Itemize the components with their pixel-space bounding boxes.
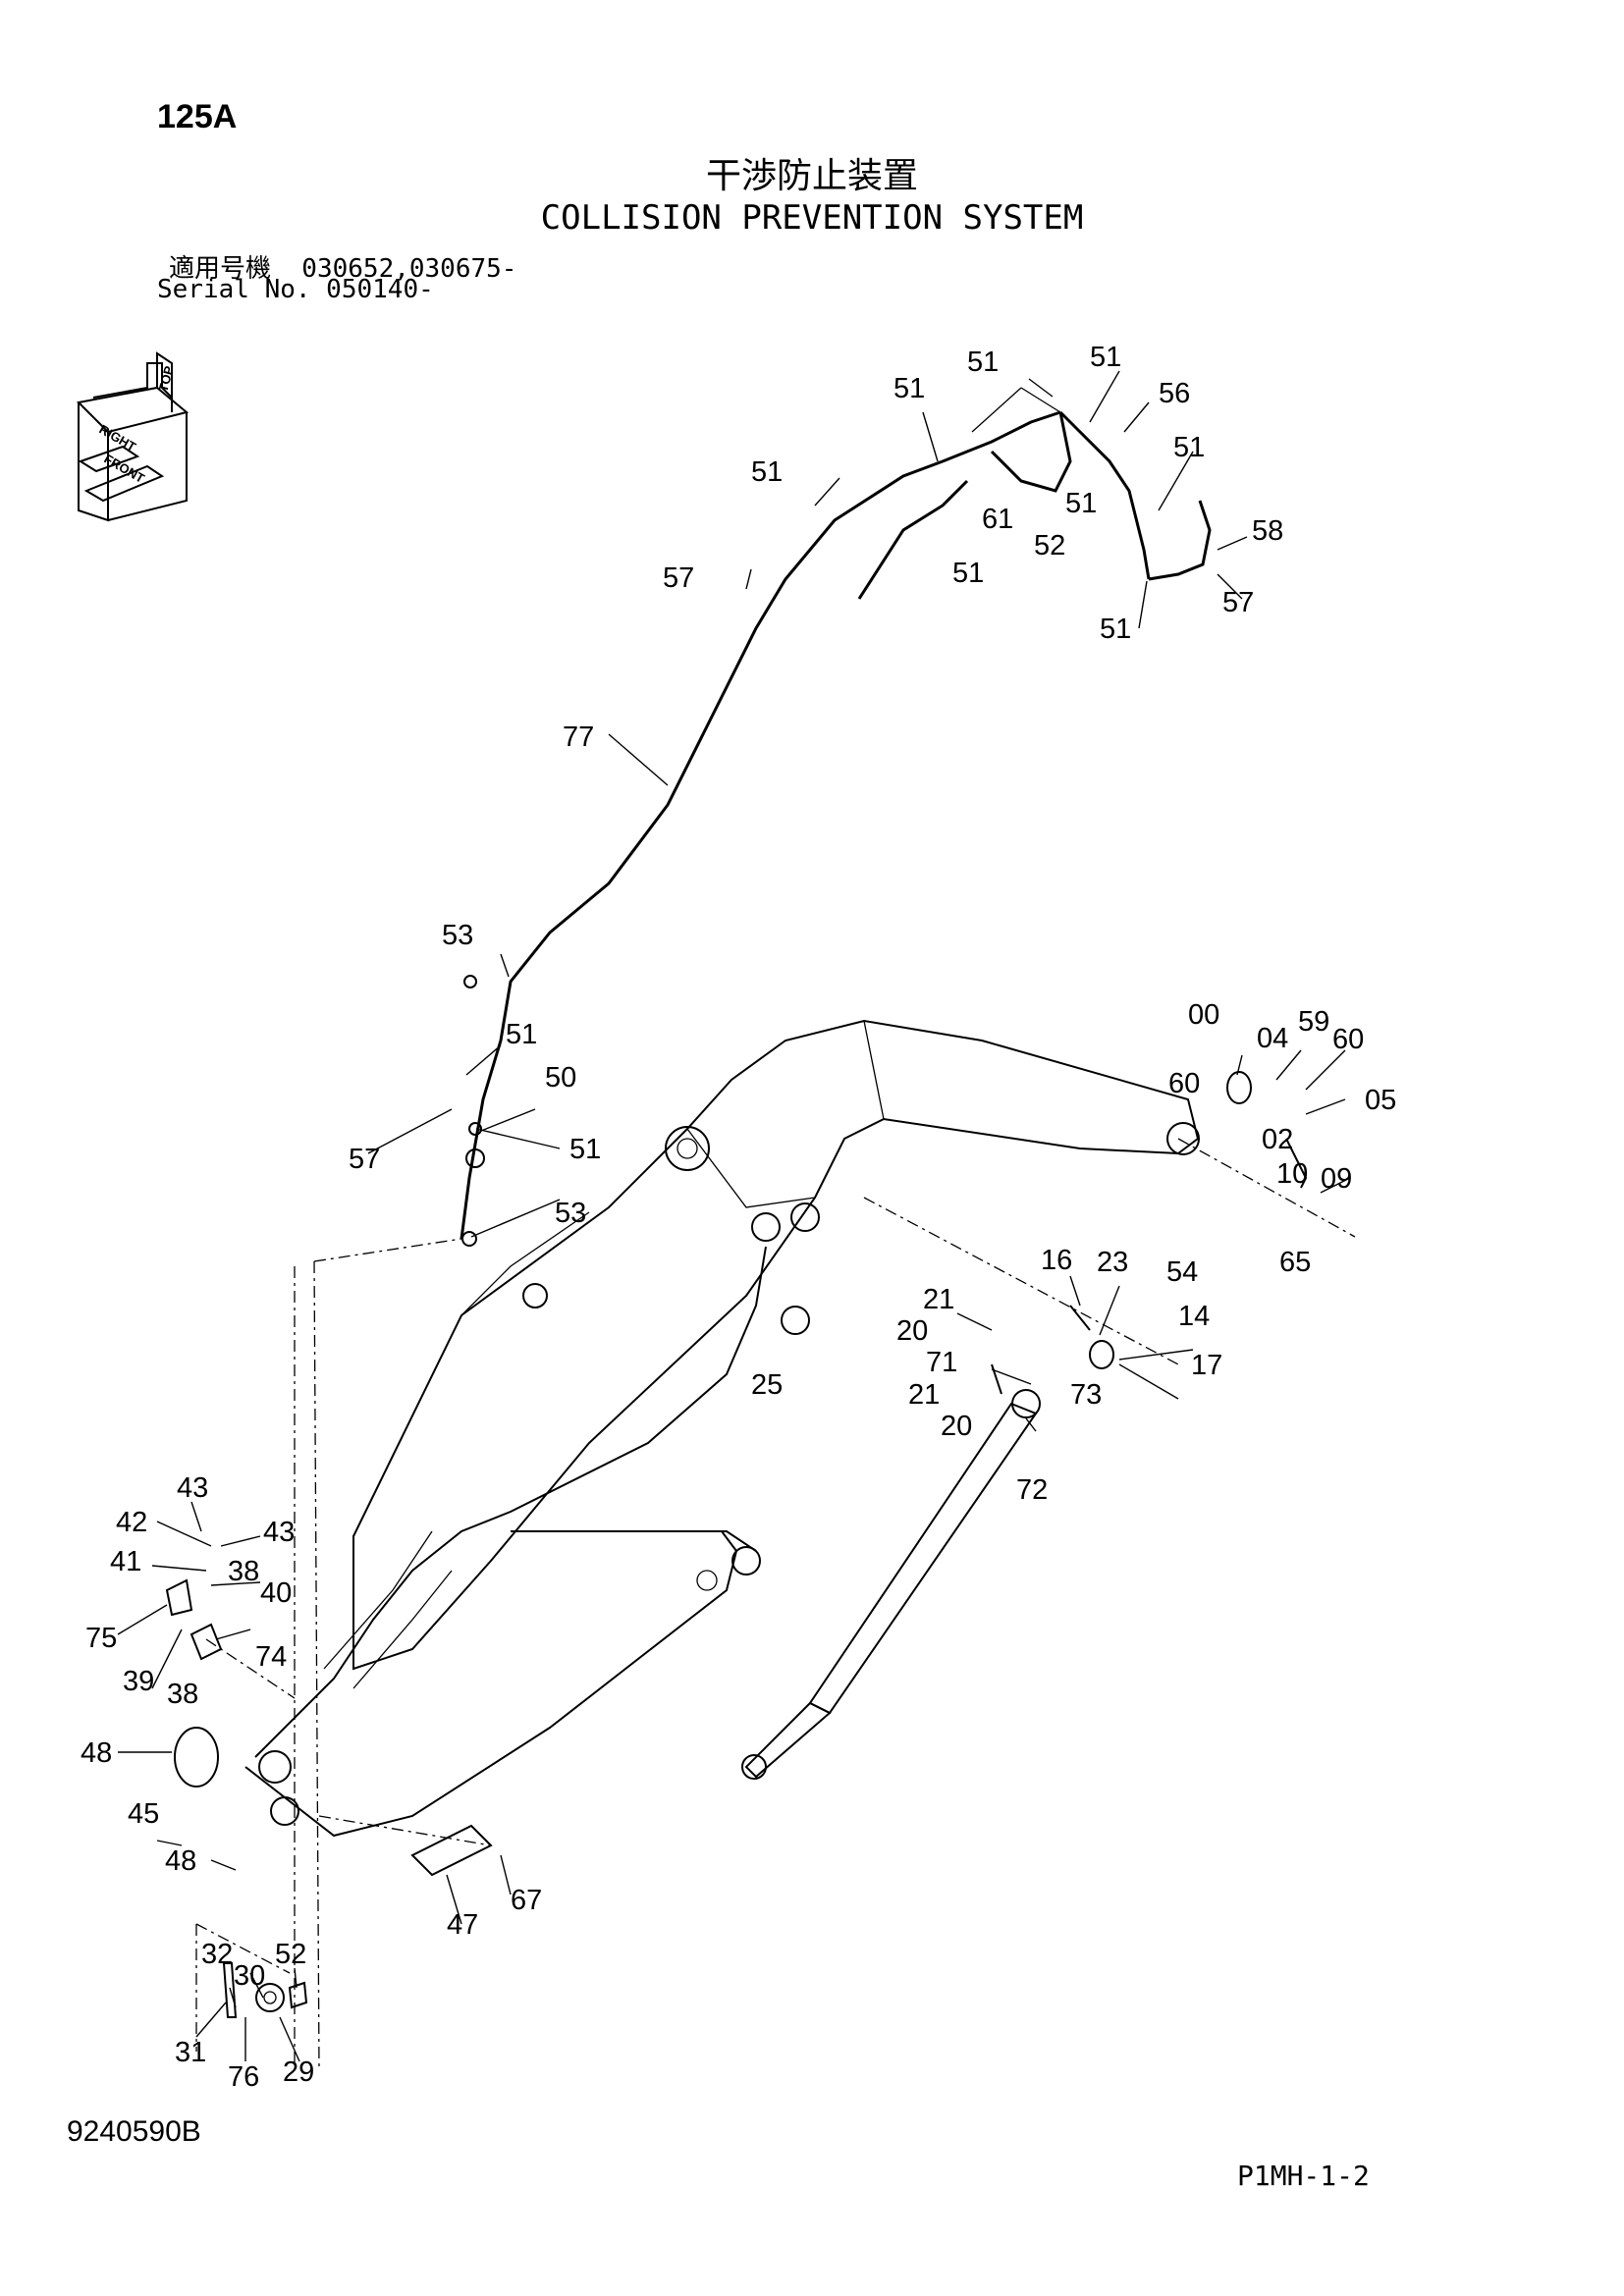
callout-label: 48	[165, 1845, 196, 1877]
callout-label: 02	[1262, 1124, 1293, 1155]
callout-label: 43	[263, 1517, 295, 1548]
callout-label: 51	[893, 373, 925, 404]
callout-label: 60	[1332, 1024, 1364, 1055]
callout-label: 47	[447, 1909, 478, 1941]
small-parts	[165, 1071, 1308, 2018]
title-english: COLLISION PREVENTION SYSTEM	[540, 198, 1084, 238]
sheet-code: P1MH-1-2	[1237, 2160, 1370, 2192]
callout-label: 52	[1034, 530, 1065, 561]
callout-label: 61	[982, 504, 1013, 535]
callout-label: 31	[175, 2037, 206, 2068]
leader-lines	[117, 370, 1351, 2062]
drawing-number: 9240590B	[67, 2115, 201, 2148]
callout-label: 40	[260, 1577, 292, 1609]
callout-label: 25	[751, 1369, 783, 1401]
callout-label: 60	[1168, 1068, 1200, 1099]
reference-lines	[195, 1138, 1356, 2072]
callout-label: 67	[511, 1885, 542, 1916]
callout-label: 20	[941, 1411, 972, 1442]
callout-label: 51	[1090, 342, 1121, 373]
callout-label: 38	[167, 1679, 198, 1710]
callout-label: 38	[228, 1556, 259, 1587]
callout-label: 48	[81, 1737, 112, 1769]
callout-label: 71	[926, 1347, 957, 1378]
callout-label: 23	[1097, 1247, 1128, 1278]
callout-label: 51	[506, 1019, 537, 1050]
callout-label: 75	[85, 1623, 117, 1654]
callout-label: 65	[1279, 1247, 1311, 1278]
callout-label: 43	[177, 1472, 208, 1504]
callout-label: 54	[1166, 1256, 1198, 1288]
callout-label: 51	[1173, 432, 1205, 463]
callout-label: 00	[1188, 999, 1219, 1031]
callout-label: 30	[234, 1960, 265, 1992]
callout-label: 39	[123, 1666, 154, 1697]
serial-number-line: Serial No. 050140-	[157, 275, 434, 304]
callout-label: 21	[923, 1284, 954, 1315]
callout-label: 51	[751, 456, 783, 488]
callout-label: 17	[1191, 1350, 1222, 1381]
callout-label: 45	[128, 1798, 159, 1830]
callout-label: 10	[1276, 1158, 1308, 1190]
callout-label: 59	[1298, 1006, 1329, 1038]
title-japanese: 干渉防止装置	[705, 155, 918, 195]
callout-label: 74	[255, 1641, 287, 1673]
callout-label: 16	[1041, 1245, 1072, 1276]
callout-label: 41	[110, 1546, 141, 1577]
callout-label: 57	[349, 1144, 380, 1175]
callout-label: 76	[228, 2061, 259, 2093]
callout-label: 57	[663, 562, 694, 594]
callout-label: 51	[967, 347, 999, 378]
callout-label: 50	[545, 1062, 576, 1094]
callout-label: 42	[116, 1507, 147, 1538]
callout-label: 29	[283, 2056, 314, 2088]
callout-label: 58	[1252, 515, 1283, 547]
callout-label: 73	[1070, 1379, 1102, 1411]
callout-label: 14	[1178, 1301, 1210, 1332]
hydraulic-cylinder	[741, 1389, 1041, 1780]
callout-label: 05	[1365, 1085, 1396, 1116]
callout-label: 32	[201, 1939, 233, 1970]
callout-label: 52	[275, 1939, 306, 1970]
callout-label: 21	[908, 1379, 940, 1411]
callout-label: 51	[569, 1134, 601, 1165]
callout-label: 51	[952, 558, 984, 589]
callout-label: 72	[1016, 1474, 1048, 1506]
applicable-machine-line: 適用号機 030652,030675-	[169, 254, 517, 284]
callout-label: 09	[1321, 1163, 1352, 1195]
callout-labels: 51 51 51 56 51 51 61 51 52 51 58 57 51 5…	[81, 342, 1396, 2093]
callout-label: 53	[442, 920, 473, 951]
arm	[244, 1246, 767, 1838]
callout-label: 20	[896, 1315, 928, 1347]
callout-label: 77	[563, 721, 594, 753]
callout-label: 57	[1222, 587, 1254, 618]
callout-label: 04	[1257, 1023, 1288, 1054]
callout-label: 53	[555, 1198, 586, 1229]
callout-label: 56	[1159, 378, 1190, 409]
callout-label: 51	[1100, 614, 1131, 645]
page-code: 125A	[157, 98, 238, 135]
callout-label: 51	[1065, 488, 1097, 519]
orientation-icon: TOP RIGHT FRONT	[76, 351, 189, 522]
icon-top-label: TOP	[155, 364, 176, 394]
boom	[352, 1019, 1200, 1671]
cable-harness	[460, 387, 1212, 1247]
